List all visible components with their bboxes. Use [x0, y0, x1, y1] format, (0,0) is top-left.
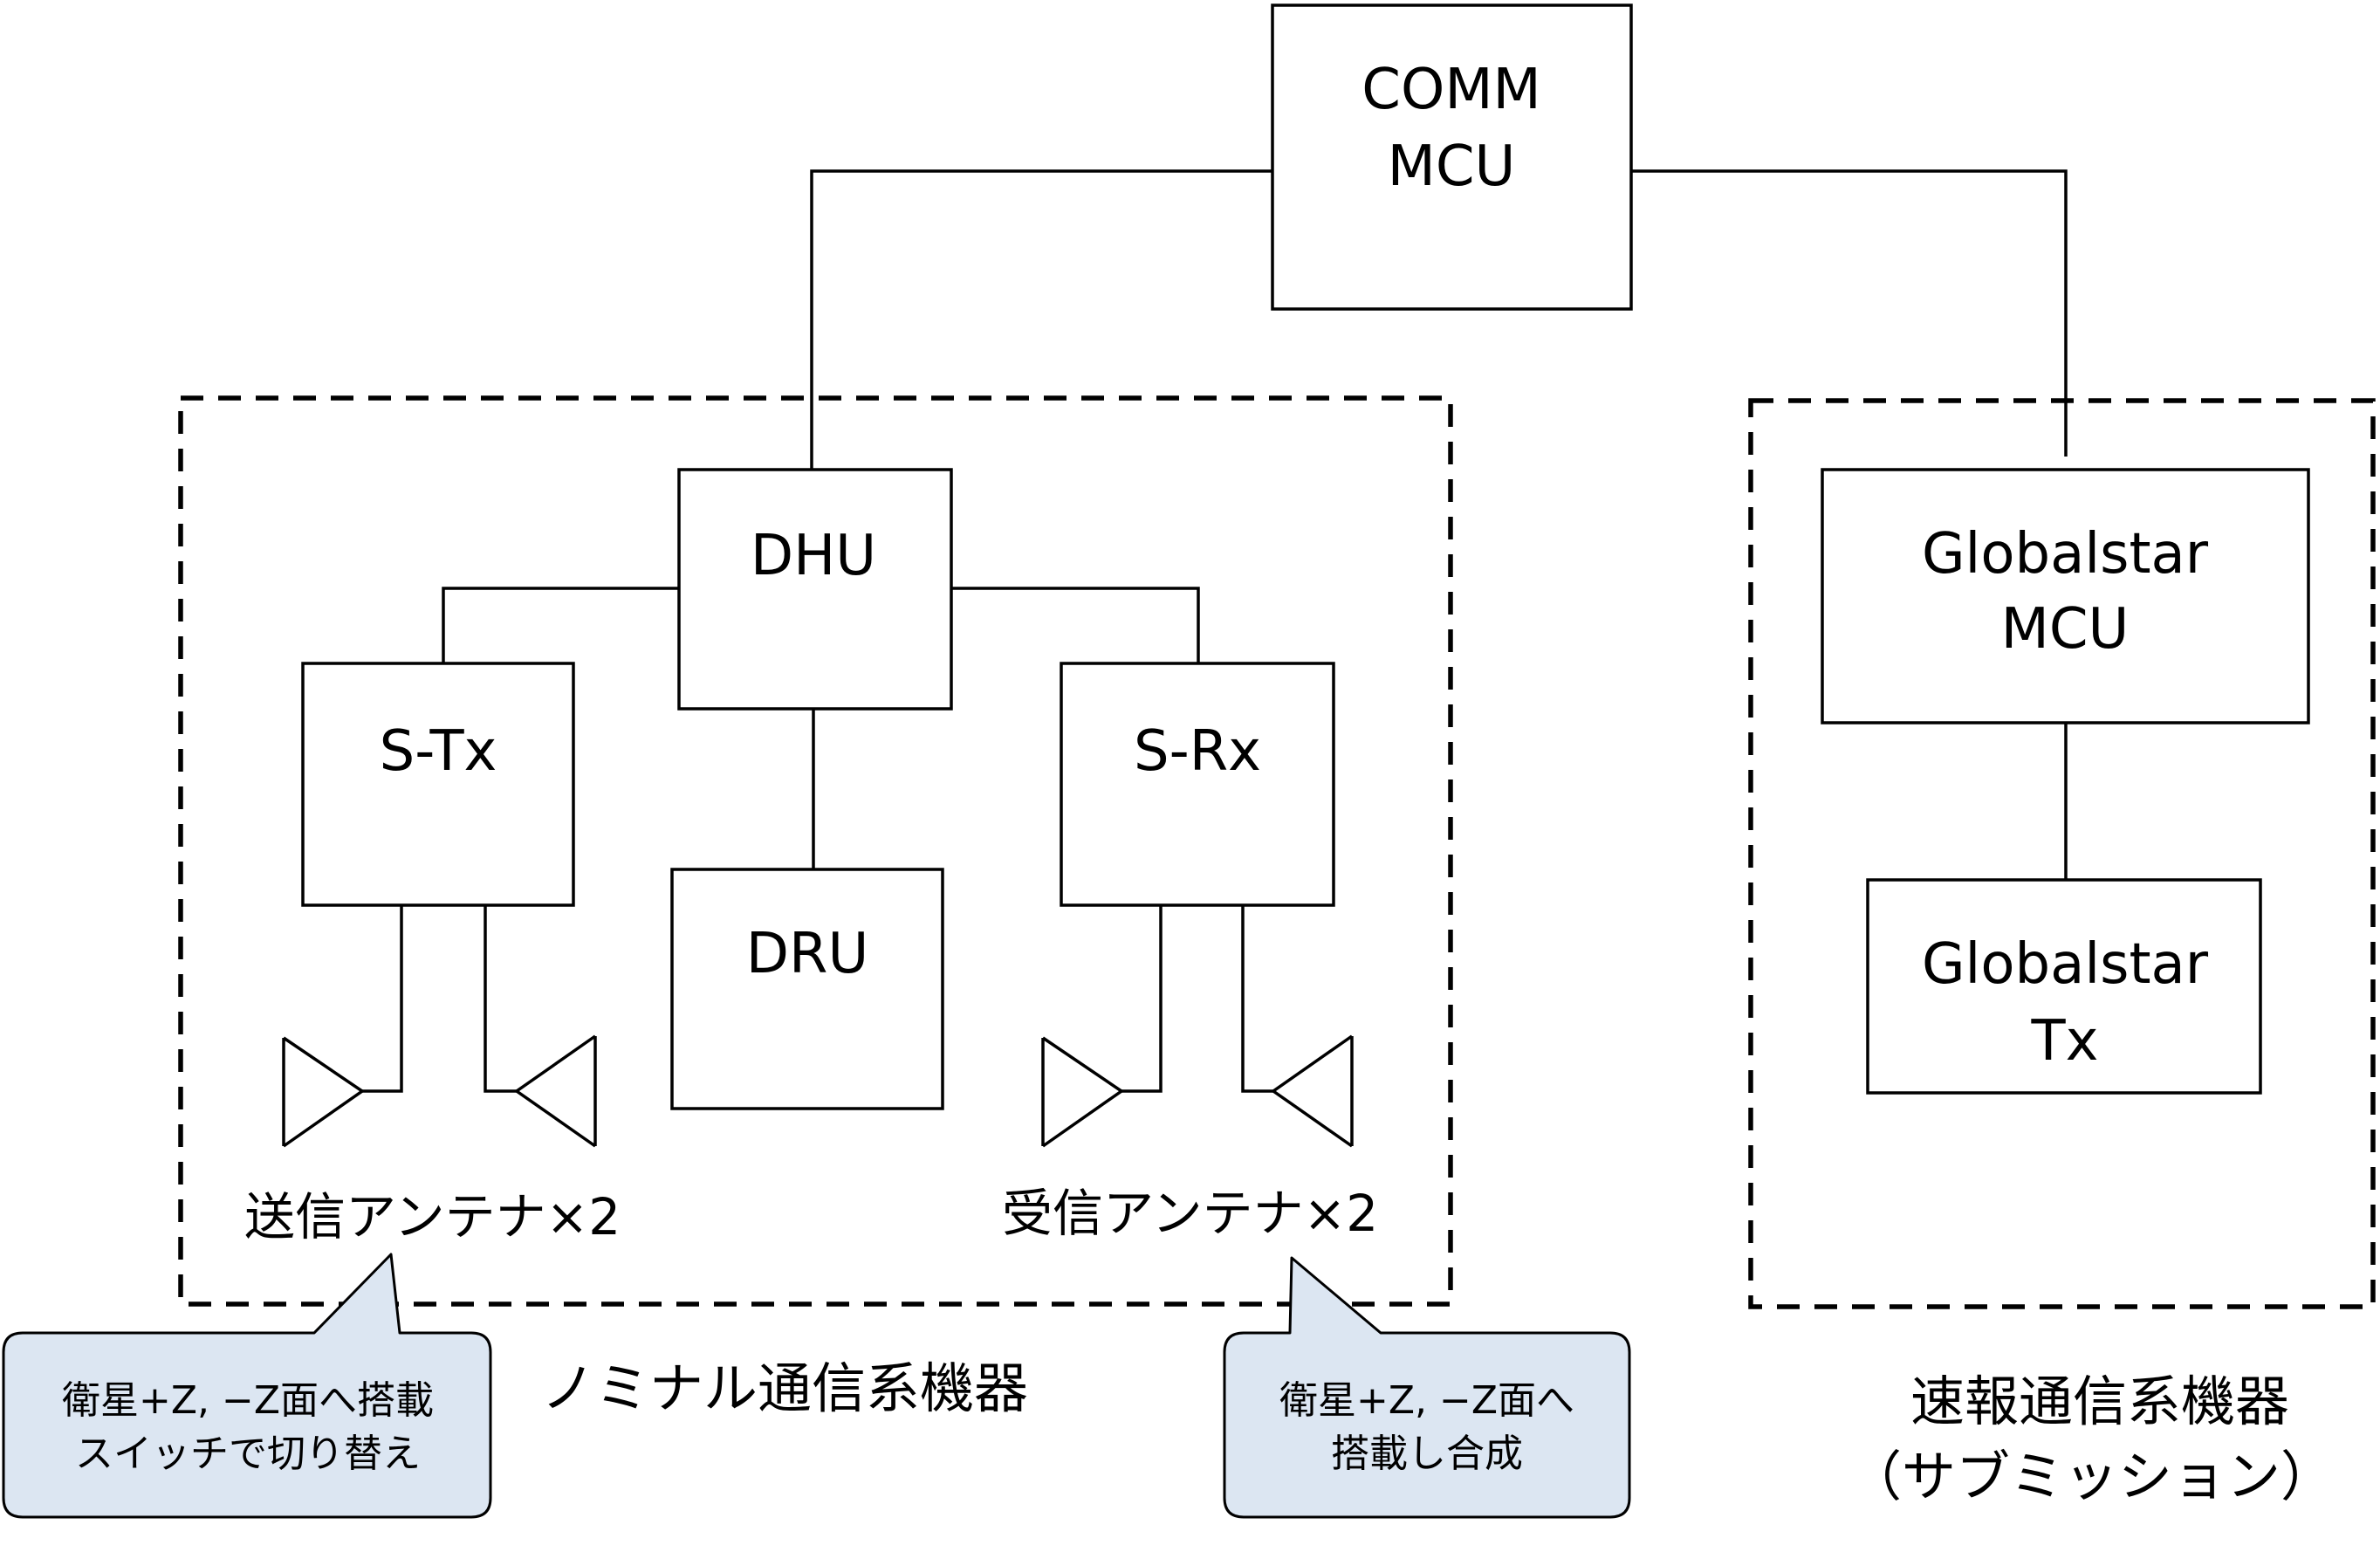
- wire-comm-mcu-to-globalstar-mcu: [1631, 169, 2068, 457]
- tx-antennas: [282, 1034, 597, 1148]
- wire-dhu-to-s-tx: [442, 587, 679, 663]
- express-group-boundary: [1748, 398, 2376, 1309]
- wire-comm-mcu-to-dhu: [810, 169, 1272, 470]
- globalstar-mcu-label-line2: MCU: [2001, 597, 2130, 662]
- wire-s-tx-to-antenna-right: [484, 905, 517, 1093]
- tx-note-callout: 衛星+Z, −Z面へ搭載 スイッチで切り替え: [2, 1253, 492, 1519]
- comm-mcu-label-line2: MCU: [1388, 134, 1516, 199]
- box-s-tx: S-Tx: [301, 662, 575, 907]
- globalstar-tx-label-line1: Globalstar: [1922, 932, 2209, 997]
- box-globalstar-tx: Globalstar Tx: [1866, 878, 2262, 1095]
- s-rx-label: S-Rx: [1134, 719, 1261, 784]
- globalstar-mcu-label-line1: Globalstar: [1922, 522, 2209, 587]
- wire-s-rx-to-antenna-left: [1121, 905, 1163, 1093]
- rx-antenna-left-icon: [1041, 1036, 1125, 1148]
- connection-lines: [362, 169, 2068, 1093]
- tx-antenna-caption: 送信アンテナ×2: [244, 1187, 621, 1246]
- wire-s-rx-to-antenna-right: [1241, 905, 1273, 1093]
- rx-note-line1: 衛星+Z, −Z面へ: [1279, 1378, 1574, 1423]
- comm-mcu-label-line1: COMM: [1361, 58, 1541, 122]
- dru-label: DRU: [746, 922, 869, 986]
- rx-antenna-right-icon: [1270, 1034, 1354, 1148]
- tx-antenna-left-icon: [282, 1036, 366, 1148]
- box-comm-mcu: COMM MCU: [1271, 3, 1633, 311]
- dhu-label: DHU: [751, 524, 876, 588]
- box-dhu: DHU: [677, 468, 953, 711]
- tx-note-line2: スイッチで切り替え: [75, 1432, 421, 1476]
- box-s-rx: S-Rx: [1060, 662, 1335, 907]
- rx-antenna-caption: 受信アンテナ×2: [1002, 1184, 1378, 1243]
- box-globalstar-mcu: Globalstar MCU: [1821, 468, 2310, 724]
- rx-note-line2: 搭載し合成: [1331, 1432, 1523, 1476]
- tx-note-line1: 衛星+Z, −Z面へ搭載: [62, 1378, 434, 1423]
- box-dru: DRU: [670, 868, 944, 1110]
- wire-s-tx-to-antenna-left: [362, 905, 403, 1093]
- rx-antennas: [1041, 1034, 1354, 1148]
- globalstar-tx-label-line2: Tx: [2031, 1009, 2099, 1074]
- tx-antenna-right-icon: [513, 1034, 597, 1148]
- express-group-label-line2: （サブミッション）: [1848, 1445, 2335, 1508]
- wire-dhu-to-s-rx: [951, 587, 1200, 663]
- rx-note-callout: 衛星+Z, −Z面へ 搭載し合成: [1223, 1256, 1631, 1519]
- express-group-label-line1: 速報通信系機器: [1910, 1370, 2289, 1433]
- nominal-group-label: ノミナル通信系機器: [541, 1356, 1028, 1420]
- s-tx-label: S-Tx: [380, 719, 497, 784]
